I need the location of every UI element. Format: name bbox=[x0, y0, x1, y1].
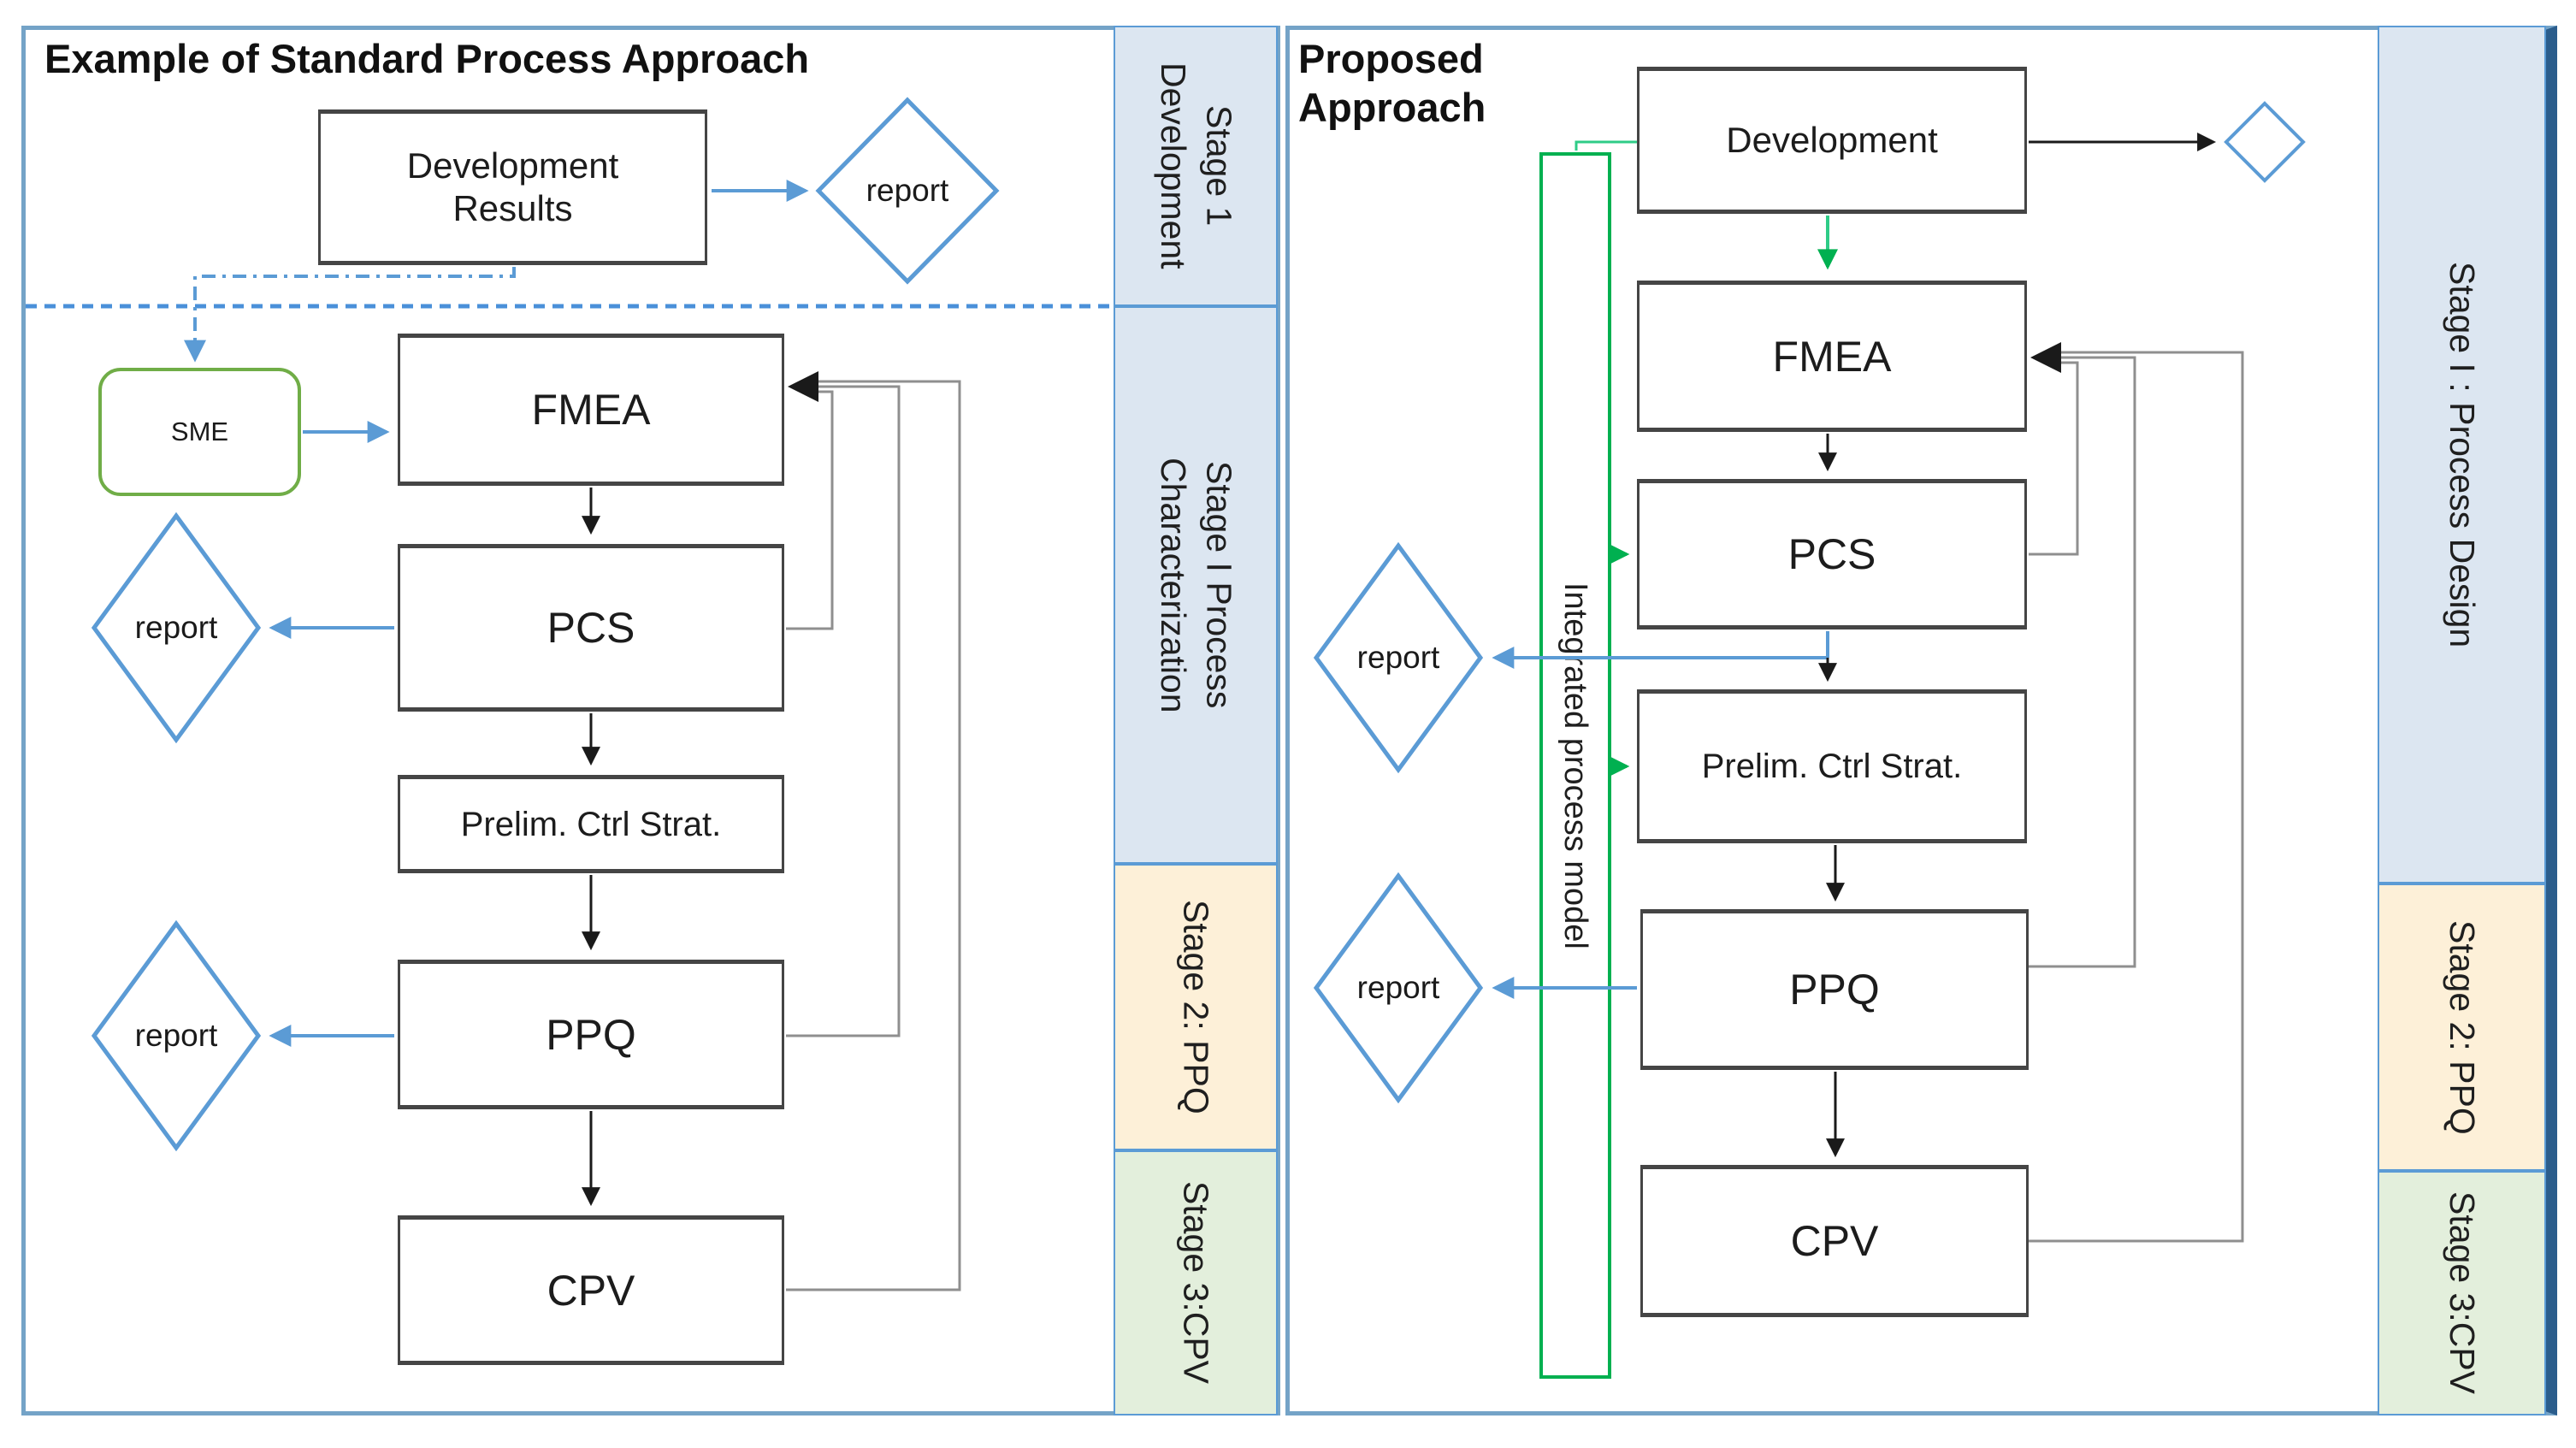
right-panel-title: Proposed Approach bbox=[1298, 36, 1486, 131]
report-diamond-shape bbox=[91, 920, 262, 1151]
report-diamond-shape bbox=[1313, 872, 1484, 1103]
report-label: report bbox=[134, 1018, 218, 1053]
node-sme: SME bbox=[98, 368, 301, 496]
right-stage-band-cpv: Stage 3:CPV bbox=[2378, 1171, 2546, 1415]
report-diamond-shape bbox=[91, 512, 262, 743]
left-stage-label-characterization: Stage I Process Characterization bbox=[1154, 457, 1239, 713]
node-report-ppq-left: report bbox=[91, 920, 262, 1151]
report-label: report bbox=[1356, 640, 1440, 675]
node-cpv-right: CPV bbox=[1640, 1165, 2029, 1317]
right-stage-label-ppq: Stage 2: PPQ bbox=[2443, 919, 2483, 1135]
node-report-development: report bbox=[815, 97, 1000, 285]
node-fmea-right: FMEA bbox=[1637, 281, 2027, 432]
left-stage-band-development: Stage 1 Development bbox=[1114, 26, 1278, 306]
node-empty-diamond-right bbox=[2224, 101, 2306, 183]
node-cpv-left: CPV bbox=[398, 1215, 784, 1365]
node-development-right: Development bbox=[1637, 67, 2027, 214]
node-ppq-right: PPQ bbox=[1640, 909, 2029, 1070]
node-fmea-left: FMEA bbox=[398, 334, 784, 486]
node-development-results: Development Results bbox=[318, 109, 707, 265]
node-report-pcs-left: report bbox=[91, 512, 262, 743]
integrated-process-model-label: Integrated process model bbox=[1557, 582, 1593, 949]
right-stage-label-process-design: Stage I : Process Design bbox=[2443, 261, 2483, 648]
report-diamond-shape bbox=[815, 97, 1000, 285]
report-label: report bbox=[866, 173, 949, 208]
node-report-pcs-right: report bbox=[1313, 542, 1484, 773]
right-stage-label-cpv: Stage 3:CPV bbox=[2443, 1191, 2483, 1395]
left-stage-band-characterization: Stage I Process Characterization bbox=[1114, 306, 1278, 864]
left-stage-label-ppq: Stage 2: PPQ bbox=[1176, 900, 1216, 1114]
node-pcs-left: PCS bbox=[398, 544, 784, 712]
node-prelim-ctrl-strat-left: Prelim. Ctrl Strat. bbox=[398, 775, 784, 873]
node-ppq-left: PPQ bbox=[398, 960, 784, 1109]
right-stage-band-ppq: Stage 2: PPQ bbox=[2378, 884, 2546, 1171]
left-stage-label-cpv: Stage 3:CPV bbox=[1176, 1181, 1216, 1385]
node-report-ppq-right: report bbox=[1313, 872, 1484, 1103]
node-integrated-process-model: Integrated process model bbox=[1539, 152, 1611, 1379]
left-stage-label-development: Stage 1 Development bbox=[1154, 62, 1239, 269]
report-label: report bbox=[1356, 970, 1440, 1005]
empty-diamond-shape bbox=[2224, 101, 2306, 183]
report-label: report bbox=[134, 610, 218, 645]
right-stage-band-process-design: Stage I : Process Design bbox=[2378, 26, 2546, 884]
left-stage-band-cpv: Stage 3:CPV bbox=[1114, 1150, 1278, 1415]
node-pcs-right: PCS bbox=[1637, 479, 2027, 629]
left-panel-title: Example of Standard Process Approach bbox=[44, 36, 810, 81]
node-prelim-ctrl-strat-right: Prelim. Ctrl Strat. bbox=[1637, 689, 2027, 843]
left-stage-band-ppq: Stage 2: PPQ bbox=[1114, 864, 1278, 1150]
report-diamond-shape bbox=[1313, 542, 1484, 773]
